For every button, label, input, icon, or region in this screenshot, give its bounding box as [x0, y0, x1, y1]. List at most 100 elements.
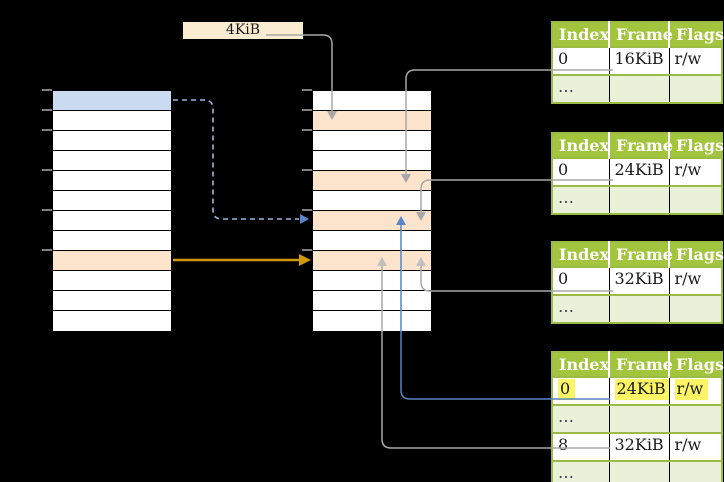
- cell-frame: 32KiB: [608, 432, 669, 461]
- memory-cell-physical-9: [313, 271, 431, 291]
- memory-cell-virtual-11: [53, 311, 171, 331]
- physical-memory-column: [312, 90, 432, 332]
- address-tick: [42, 89, 52, 91]
- memory-cell-virtual-5: [53, 191, 171, 211]
- cell-flags: r/w: [668, 46, 722, 75]
- cell-frame: [608, 74, 669, 103]
- address-tick: [302, 169, 312, 171]
- highlighted-value: r/w: [674, 379, 709, 400]
- memory-cell-virtual-3: [53, 151, 171, 171]
- cell-flags: [668, 404, 722, 433]
- cell-frame: 16KiB: [608, 46, 669, 75]
- memory-cell-physical-5: [313, 191, 431, 211]
- cell-frame: [608, 185, 669, 214]
- memory-cell-physical-10: [313, 291, 431, 311]
- highlighted-value: 0: [558, 379, 576, 400]
- cell-flags: [668, 185, 722, 214]
- memory-cell-virtual-6: [53, 211, 171, 231]
- memory-cell-physical-3: [313, 151, 431, 171]
- connector-virtual-blue-dashed: [173, 99, 309, 224]
- cell-index: 0: [552, 46, 609, 75]
- memory-cell-physical-1: [313, 111, 431, 131]
- memory-cell-virtual-9: [53, 271, 171, 291]
- column-header: Frame: [608, 352, 673, 377]
- address-tick: [302, 249, 312, 251]
- address-tick: [302, 209, 312, 211]
- address-tick: [42, 129, 52, 131]
- table-row: …: [552, 185, 722, 214]
- cell-flags: [668, 294, 722, 323]
- memory-cell-virtual-0: [53, 91, 171, 111]
- column-header: Index: [552, 352, 609, 377]
- cell-index: 0: [552, 157, 609, 186]
- memory-cell-virtual-1: [53, 111, 171, 131]
- cell-index: …: [552, 460, 609, 482]
- virtual-memory-column: [52, 90, 172, 332]
- cell-index: …: [552, 404, 609, 433]
- memory-cell-virtual-2: [53, 131, 171, 151]
- address-tick: [42, 209, 52, 211]
- cell-index: …: [552, 74, 609, 103]
- cell-frame: 32KiB: [608, 266, 669, 295]
- cell-frame: [608, 294, 669, 323]
- memory-cell-virtual-8: [53, 251, 171, 271]
- cell-frame: [608, 404, 669, 433]
- column-header: Frame: [608, 133, 673, 158]
- cell-frame: [608, 460, 669, 482]
- cell-index: 8: [552, 432, 609, 461]
- arrow-right-icon: [299, 254, 311, 266]
- memory-cell-physical-8: [313, 251, 431, 271]
- memory-cell-physical-6: [313, 211, 431, 231]
- memory-cell-virtual-10: [53, 291, 171, 311]
- cell-flags: [668, 460, 722, 482]
- connector-virtual-orange-mapping: [173, 254, 311, 266]
- column-header: Flags: [668, 352, 724, 377]
- address-tick: [42, 249, 52, 251]
- column-header: Flags: [668, 133, 724, 158]
- table-row: …: [552, 460, 722, 482]
- cell-flags: r/w: [668, 266, 722, 295]
- cell-index: 0: [552, 266, 609, 295]
- memory-cell-virtual-4: [53, 171, 171, 191]
- column-header: Index: [552, 133, 609, 158]
- memory-cell-physical-0: [313, 91, 431, 111]
- address-tick: [42, 109, 52, 111]
- cell-frame: 24KiB: [608, 376, 669, 405]
- address-tick: [302, 89, 312, 91]
- cell-flags: r/w: [668, 376, 722, 405]
- address-tick: [42, 169, 52, 171]
- memory-cell-physical-7: [313, 231, 431, 251]
- page-size-label: 4KiB: [183, 22, 303, 39]
- cell-flags: r/w: [668, 432, 722, 461]
- memory-cell-virtual-7: [53, 231, 171, 251]
- cell-index: …: [552, 185, 609, 214]
- cell-index: 0: [552, 376, 609, 405]
- table-row: …: [552, 404, 722, 433]
- cell-index: …: [552, 294, 609, 323]
- column-header: Flags: [668, 242, 724, 267]
- column-header: Flags: [668, 22, 724, 47]
- cell-flags: r/w: [668, 157, 722, 186]
- cell-frame: 24KiB: [608, 157, 669, 186]
- column-header: Index: [552, 22, 609, 47]
- cell-flags: [668, 74, 722, 103]
- table-row: …: [552, 74, 722, 103]
- table-row: …: [552, 294, 722, 323]
- memory-cell-physical-2: [313, 131, 431, 151]
- memory-cell-physical-4: [313, 171, 431, 191]
- memory-cell-physical-11: [313, 311, 431, 331]
- address-tick: [302, 109, 312, 111]
- address-tick: [302, 129, 312, 131]
- arrow-right-icon: [300, 214, 309, 224]
- column-header: Frame: [608, 242, 673, 267]
